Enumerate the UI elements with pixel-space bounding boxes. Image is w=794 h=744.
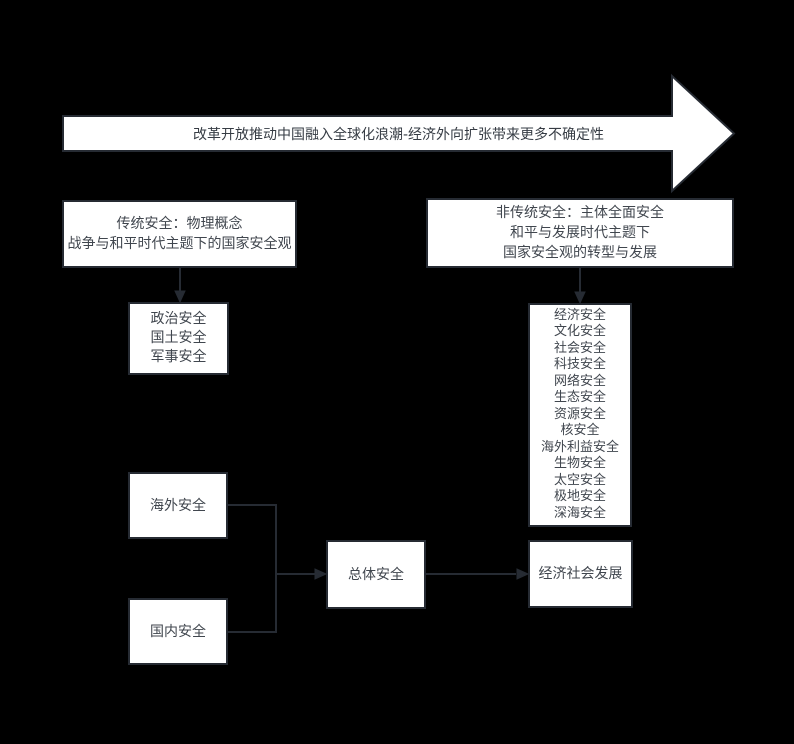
- box-line: 军事安全: [150, 349, 207, 365]
- box-traditional-security-items: 政治安全 国土安全 军事安全: [128, 302, 229, 375]
- box-label: 经济社会发展: [538, 566, 623, 582]
- box-economic-social-development: 经济社会发展: [528, 540, 633, 608]
- box-line: 经济安全: [553, 307, 606, 323]
- box-line: 太空安全: [553, 472, 606, 488]
- arrowhead-into-econ-icon: [516, 568, 530, 580]
- box-line: 海外利益安全: [540, 439, 619, 455]
- connector-overseas-domestic-junction: [228, 504, 277, 633]
- box-line: 科技安全: [553, 357, 606, 373]
- box-label: 总体安全: [348, 566, 404, 583]
- box-line: 极地安全: [553, 489, 606, 505]
- box-line: 国土安全: [150, 330, 207, 346]
- box-nontraditional-security-items: 经济安全 文化安全 社会安全 科技安全 网络安全 生态安全 资源安全 核安全 海…: [528, 303, 632, 527]
- box-line: 生物安全: [553, 456, 606, 472]
- box-line: 文化安全: [553, 324, 606, 340]
- box-line: 网络安全: [553, 373, 606, 389]
- box-line: 和平与发展时代主题下: [510, 225, 650, 241]
- arrowhead-down-traditional-icon: [174, 290, 186, 304]
- box-domestic-security: 国内安全: [128, 598, 228, 665]
- box-line: 政治安全: [150, 311, 207, 327]
- banner-label: 改革开放推动中国融入全球化浪潮-经济外向扩张带来更多不确定性: [192, 126, 605, 143]
- box-line: 资源安全: [553, 406, 606, 422]
- box-traditional-security: 传统安全：物理概念 战争与和平时代主题下的国家安全观: [62, 200, 297, 268]
- box-line: 社会安全: [553, 340, 606, 356]
- box-nontraditional-security: 非传统安全：主体全面安全 和平与发展时代主题下 国家安全观的转型与发展: [426, 198, 734, 268]
- arrowhead-down-nontraditional-icon: [574, 291, 586, 305]
- box-label: 海外安全: [150, 497, 206, 514]
- box-overseas-security: 海外安全: [128, 472, 228, 539]
- box-line: 生态安全: [553, 390, 606, 406]
- box-line: 深海安全: [553, 505, 606, 521]
- box-line: 国家安全观的转型与发展: [503, 245, 657, 261]
- box-line: 传统安全：物理概念: [116, 216, 243, 232]
- box-line: 核安全: [560, 423, 600, 439]
- banner-right-arrow-shape: [62, 73, 736, 194]
- box-line: 战争与和平时代主题下的国家安全观: [67, 236, 292, 252]
- box-line: 非传统安全：主体全面安全: [496, 205, 664, 221]
- box-label: 国内安全: [150, 623, 206, 640]
- arrowhead-into-overall-icon: [314, 568, 328, 580]
- box-overall-security: 总体安全: [326, 540, 426, 609]
